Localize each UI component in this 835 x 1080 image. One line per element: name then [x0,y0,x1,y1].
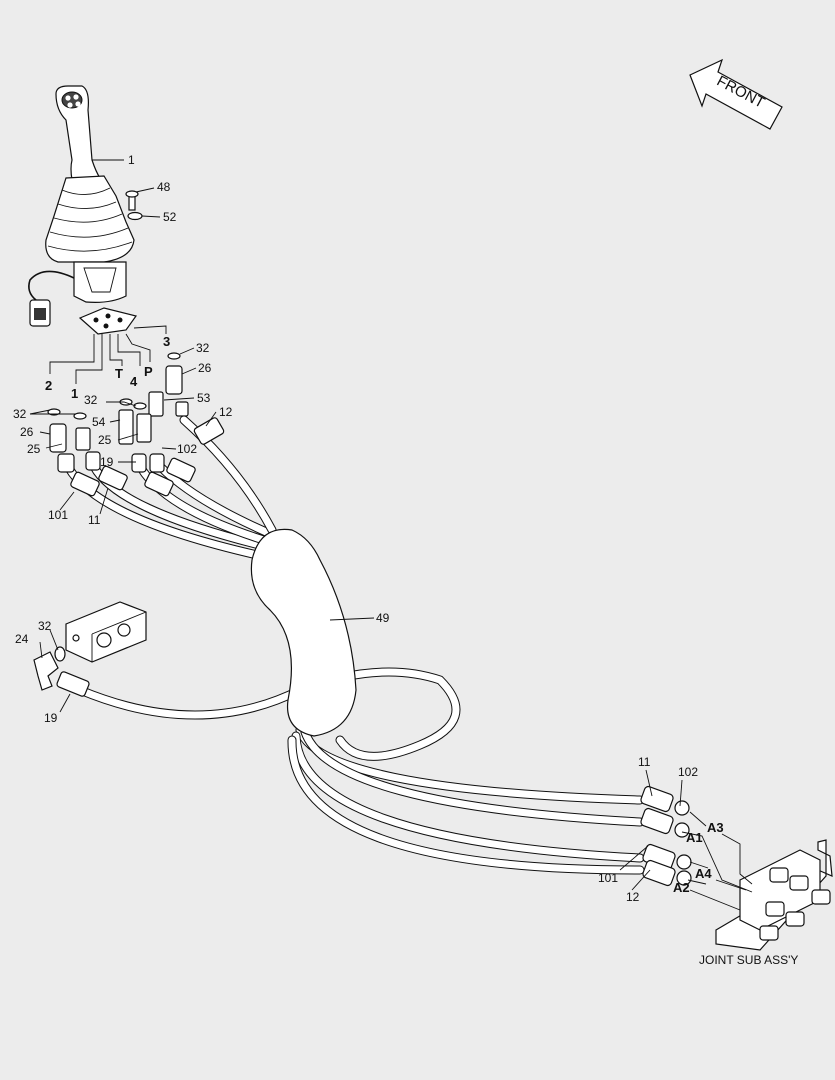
connector-block [65,601,147,663]
callout-32: 32 [13,407,27,421]
joint-sub-assembly [715,839,833,951]
callout-48: 48 [157,180,171,194]
port-label-p: P [144,364,153,379]
screw-48 [125,190,139,211]
upper-hose-ends [57,417,225,497]
mounting-plate [78,307,138,335]
port-fittings [47,352,189,453]
callout-24: 24 [15,632,29,646]
callout-101: 101 [48,508,68,522]
lower-hose-ends [640,785,692,887]
callout-26: 26 [198,361,212,375]
port-label-3: 3 [163,334,170,349]
port-label-t: T [115,366,123,381]
callout-32: 32 [38,619,52,633]
callout-32: 32 [84,393,98,407]
port-label-4: 4 [130,374,138,389]
elbow-fitting-24 [33,651,59,691]
callout-54: 54 [92,415,106,429]
callout-11: 11 [638,755,651,769]
callout-25: 25 [98,433,112,447]
callout-26: 26 [20,425,34,439]
port-label-a3: A3 [707,820,724,835]
callout-19: 19 [44,711,58,725]
joystick-handle [28,85,135,327]
callout-19: 19 [100,455,114,469]
callout-102: 102 [678,765,698,779]
callout-12: 12 [219,405,233,419]
hoses [61,415,645,875]
callout-11: 11 [88,513,101,527]
front-arrow-icon: FRONT [689,58,783,130]
leader-lines [29,159,753,911]
callout-53: 53 [197,391,211,405]
port-label-a4: A4 [695,866,712,881]
callout-12: 12 [626,890,640,904]
port-label-1: 1 [71,386,78,401]
callout-labels: 1 48 52 32 26 53 12 32 54 32 26 25 25 10… [13,153,698,904]
joint-sub-assy-caption: JOINT SUB ASS'Y [699,953,798,967]
washer-32-block [54,646,66,662]
callout-25: 25 [27,442,41,456]
washer-52 [127,211,143,221]
callout-52: 52 [163,210,177,224]
callout-101: 101 [598,871,618,885]
port-label-a2: A2 [673,880,690,895]
callout-32: 32 [196,341,210,355]
callout-1: 1 [128,153,135,167]
callout-49: 49 [376,611,390,625]
hose-sleeve-49 [250,528,357,737]
port-label-2: 2 [45,378,52,393]
port-label-a1: A1 [686,830,703,845]
port-bracket-lines [49,325,167,384]
hose-end-19 [56,671,90,697]
port-labels: 2 1 T 4 P 3 A3 A1 A4 A2 [45,334,724,895]
callout-102: 102 [177,442,197,456]
